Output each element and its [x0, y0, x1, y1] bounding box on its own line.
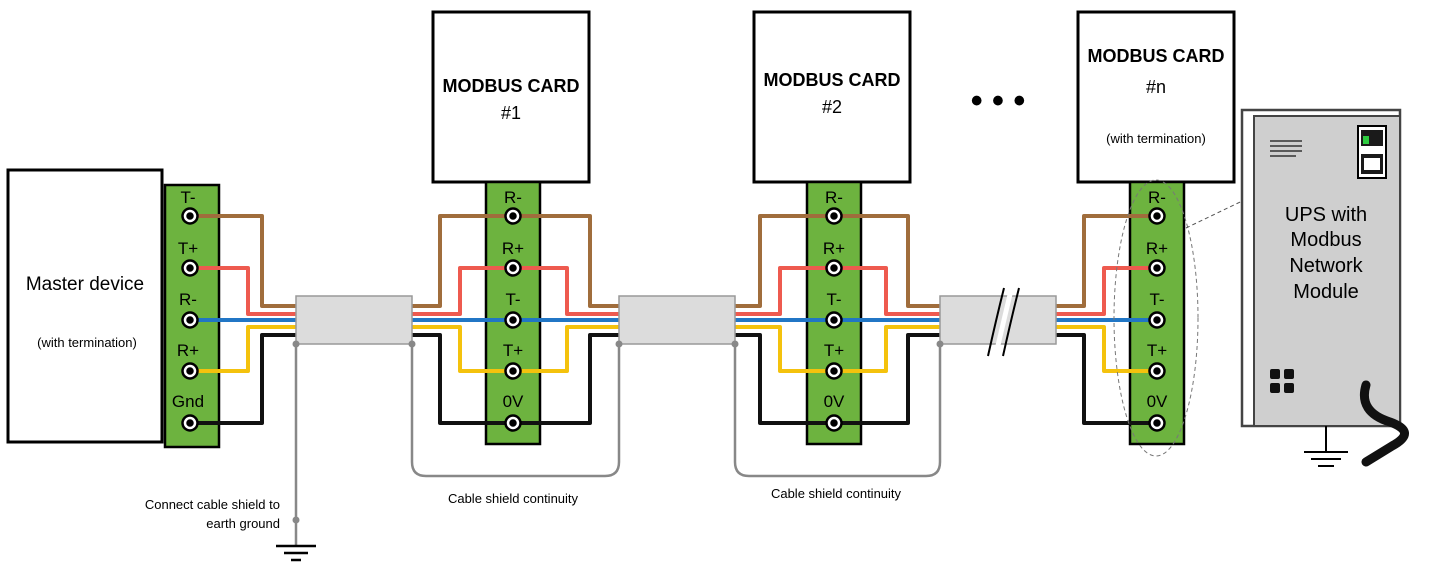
vent-icon: [1270, 140, 1302, 157]
ups-label-line: UPS with: [1285, 204, 1367, 226]
cable-segment-2: [618, 295, 736, 345]
ups-label-line: Network: [1289, 255, 1363, 277]
terminal-label: T+: [824, 341, 844, 360]
wire-yellow: [412, 325, 513, 373]
cable-break-fill: [993, 288, 1014, 356]
wire-yellow: [513, 325, 619, 373]
wire-black: [412, 333, 513, 425]
shield-wires: [294, 344, 942, 546]
cable-break-mark: [1002, 287, 1020, 357]
power-cable-icon: [1360, 380, 1409, 467]
wire-black: [513, 333, 619, 425]
wire-yellow: [190, 325, 296, 373]
wire-red: [513, 266, 619, 316]
shield-continuity-2: [733, 344, 942, 478]
terminal-label: Gnd: [172, 392, 204, 411]
cable-break-mark: [987, 287, 1005, 357]
wire-brown: [412, 214, 513, 308]
ups-buttons-icon: [1270, 369, 1294, 393]
wire-red: [412, 266, 513, 316]
wire-yellow: [1056, 325, 1157, 373]
cable-jackets: [295, 287, 1057, 357]
card-number: #n: [1146, 77, 1166, 97]
ups-ground-icon: [1304, 426, 1348, 467]
terminal-highlight-ellipse: [1113, 179, 1199, 457]
card-number: #1: [501, 103, 521, 123]
terminal-screws: [181, 207, 1166, 432]
wire-brown: [834, 214, 940, 308]
terminal-label: T-: [826, 290, 841, 309]
master-terminal-block: T- T+ R- R+ Gnd: [163, 183, 221, 449]
wire-brown: [190, 214, 296, 308]
card-number: #2: [822, 97, 842, 117]
wire-red: [1056, 266, 1157, 316]
card-note: (with termination): [1106, 131, 1206, 146]
terminal-label: 0V: [824, 392, 845, 411]
ups-unit: UPS with Modbus Network Module: [1240, 108, 1409, 467]
wire-black: [1056, 333, 1157, 425]
terminal-label: T+: [1147, 341, 1167, 360]
wire-black: [190, 333, 296, 425]
shield-continuity-1: [410, 344, 621, 478]
terminal-label: T+: [503, 341, 523, 360]
ground-note-line2: earth ground: [206, 516, 280, 531]
terminal-label: 0V: [1147, 392, 1168, 411]
terminal-label: T-: [180, 188, 195, 207]
terminal-label: R-: [825, 188, 843, 207]
wire-brown: [735, 214, 834, 308]
wire-brown: [513, 214, 619, 308]
wire-brown: [1056, 214, 1157, 308]
shield-junction-dots: [292, 340, 944, 524]
cable-segment-1: [295, 295, 413, 345]
terminal-label: T-: [505, 290, 520, 309]
card-title: MODBUS CARD: [443, 76, 580, 96]
shield-continuity-label-1: Cable shield continuity: [448, 491, 579, 506]
terminal-label: T-: [1149, 290, 1164, 309]
modbus-card-2: MODBUS CARD #2 R- R+ T- T+ 0V: [752, 10, 912, 446]
ground-note-line1: Connect cable shield to: [145, 497, 280, 512]
card-title: MODBUS CARD: [764, 70, 901, 90]
wire-yellow: [834, 325, 940, 373]
terminal-label: R+: [1146, 239, 1168, 258]
network-module-icon: [1357, 125, 1387, 179]
terminal-label: R-: [504, 188, 522, 207]
shield-continuity-label-2: Cable shield continuity: [771, 486, 902, 501]
terminal-label: R+: [502, 239, 524, 258]
ups-label-line: Modbus: [1290, 229, 1361, 251]
wire-red: [190, 266, 296, 316]
terminal-label: R+: [177, 341, 199, 360]
master-device-label: Master device: [26, 274, 144, 295]
terminal-label: T+: [178, 239, 198, 258]
master-device-note: (with termination): [37, 335, 137, 350]
wires: [190, 214, 1157, 425]
wire-black: [834, 333, 940, 425]
master-device: Master device (with termination): [6, 168, 164, 444]
wire-red: [735, 266, 834, 316]
terminal-label: R-: [179, 290, 197, 309]
wire-yellow: [735, 325, 834, 373]
wire-red: [834, 266, 940, 316]
earth-ground-icon: [276, 544, 316, 562]
card-title: MODBUS CARD: [1088, 46, 1225, 66]
ellipsis: • • •: [971, 82, 1026, 120]
terminal-label: R+: [823, 239, 845, 258]
wire-black: [735, 333, 834, 425]
terminal-label: R-: [1148, 188, 1166, 207]
ups-label-line: Module: [1293, 281, 1359, 303]
terminal-label: 0V: [503, 392, 524, 411]
